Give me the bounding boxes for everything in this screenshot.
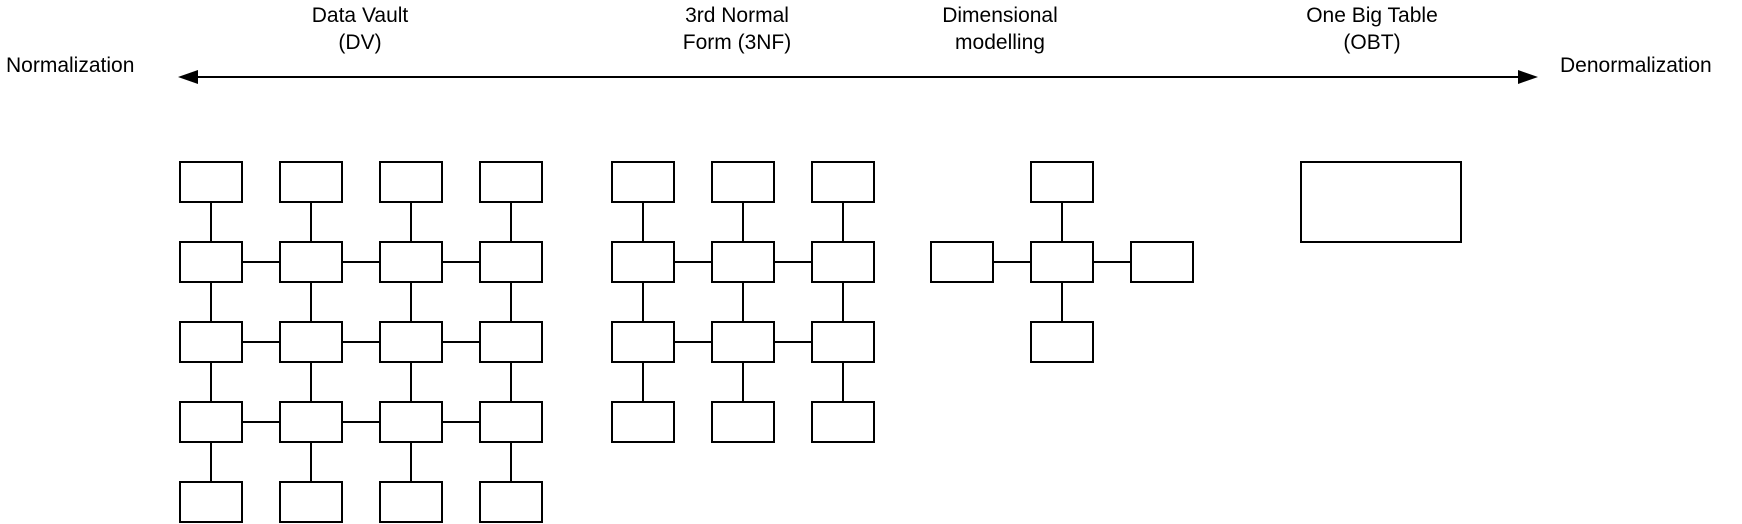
category-label-obt: One Big Table (OBT) (1306, 2, 1438, 56)
table-box (379, 241, 443, 283)
table-box (479, 241, 543, 283)
category-label-data-vault: Data Vault (DV) (312, 2, 409, 56)
table-box (479, 481, 543, 523)
axis-left-label: Normalization (6, 54, 135, 77)
category-label-line: Form (3NF) (682, 31, 792, 54)
table-box (179, 401, 243, 443)
category-label-line: 3rd Normal (685, 4, 789, 27)
axis-right-label: Denormalization (1560, 54, 1712, 77)
category-label-line: modelling (955, 31, 1045, 54)
table-box (1130, 241, 1194, 283)
table-box (279, 401, 343, 443)
table-box (811, 241, 875, 283)
table-box (1300, 161, 1462, 243)
table-box (479, 321, 543, 363)
table-box (379, 401, 443, 443)
table-box (811, 321, 875, 363)
table-box (711, 161, 775, 203)
table-box (179, 161, 243, 203)
table-box (811, 161, 875, 203)
table-box (479, 401, 543, 443)
table-box (279, 161, 343, 203)
table-box (379, 161, 443, 203)
diagram-one-big-table (1300, 161, 1462, 243)
category-label-line: (OBT) (1343, 31, 1401, 54)
table-box (611, 321, 675, 363)
left-arrowhead-icon (178, 70, 198, 84)
category-label-line: (DV) (338, 31, 382, 54)
category-label-dimensional: Dimensional modelling (942, 2, 1058, 56)
diagram-data-vault (179, 161, 543, 523)
table-box (379, 321, 443, 363)
spectrum-axis-arrow (178, 70, 1538, 84)
table-box (1030, 161, 1094, 203)
category-label-line: One Big Table (1306, 4, 1438, 27)
right-arrowhead-icon (1518, 70, 1538, 84)
table-box (279, 241, 343, 283)
table-box (1030, 321, 1094, 363)
table-box (611, 161, 675, 203)
category-label-line: Data Vault (311, 4, 409, 27)
table-box (611, 401, 675, 443)
table-box (179, 241, 243, 283)
diagram-dimensional-modelling (930, 161, 1194, 363)
table-box (179, 321, 243, 363)
diagram-third-normal-form (611, 161, 875, 443)
table-box (1030, 241, 1094, 283)
table-box (379, 481, 443, 523)
table-box (711, 321, 775, 363)
category-label-3nf: 3rd Normal Form (3NF) (683, 2, 792, 56)
table-box (479, 161, 543, 203)
table-box (179, 481, 243, 523)
table-box (279, 481, 343, 523)
category-label-line: Dimensional (942, 4, 1058, 27)
table-box (811, 401, 875, 443)
table-box (930, 241, 994, 283)
table-box (711, 241, 775, 283)
table-box (279, 321, 343, 363)
table-box (611, 241, 675, 283)
table-box (711, 401, 775, 443)
